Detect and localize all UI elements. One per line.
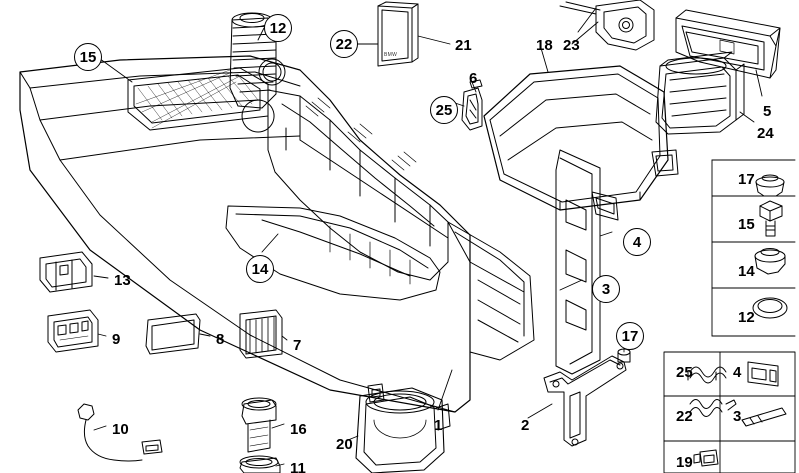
callout-20-cupholder[interactable]: 20 <box>336 436 353 453</box>
callout-13-bracket[interactable]: 13 <box>114 272 131 289</box>
callout-24-bin[interactable]: 24 <box>757 125 774 142</box>
callout-19-fastener[interactable]: 19 <box>676 454 693 471</box>
callout-25-clip[interactable]: 25 <box>430 96 458 124</box>
callout-1-console-body[interactable]: 1 <box>434 417 443 434</box>
callout-6-clip[interactable]: 6 <box>469 70 478 87</box>
callout-15-bolt[interactable]: 15 <box>738 216 755 233</box>
callout-7-insert[interactable]: 7 <box>293 337 302 354</box>
callout-14-plug[interactable]: 14 <box>738 263 755 280</box>
callout-2-bracket[interactable]: 2 <box>521 417 530 434</box>
callout-15-top-left[interactable]: 15 <box>74 43 102 71</box>
callout-11-socket-housing[interactable]: 11 <box>290 460 306 473</box>
callout-12-shift-boot[interactable]: 12 <box>264 14 292 42</box>
callout-25-spring[interactable]: 25 <box>676 364 693 381</box>
watermark-text: BMW <box>384 52 398 58</box>
callout-18-armrest[interactable]: 18 <box>536 37 553 54</box>
callout-3-trim[interactable]: 3 <box>592 275 620 303</box>
callout-8-mat[interactable]: 8 <box>216 331 225 348</box>
callout-21-panel[interactable]: 21 <box>455 37 472 54</box>
callout-17-grommet[interactable]: 17 <box>738 171 755 188</box>
callout-23-actuator[interactable]: 23 <box>563 37 580 54</box>
callout-17-lower[interactable]: 17 <box>616 322 644 350</box>
callout-16-socket[interactable]: 16 <box>290 421 307 438</box>
callout-4-clip[interactable]: 4 <box>733 364 742 381</box>
callout-12-cap[interactable]: 12 <box>738 309 755 326</box>
callout-4-trim[interactable]: 4 <box>623 228 651 256</box>
callout-9-switch[interactable]: 9 <box>112 331 121 348</box>
callout-3-rod[interactable]: 3 <box>733 408 742 425</box>
callout-14-console[interactable]: 14 <box>246 255 274 283</box>
callout-5-cover[interactable]: 5 <box>763 103 772 120</box>
callout-10-harness[interactable]: 10 <box>112 421 129 438</box>
callout-22-spring-pin[interactable]: 22 <box>676 408 693 425</box>
callout-22-panel[interactable]: 22 <box>330 30 358 58</box>
